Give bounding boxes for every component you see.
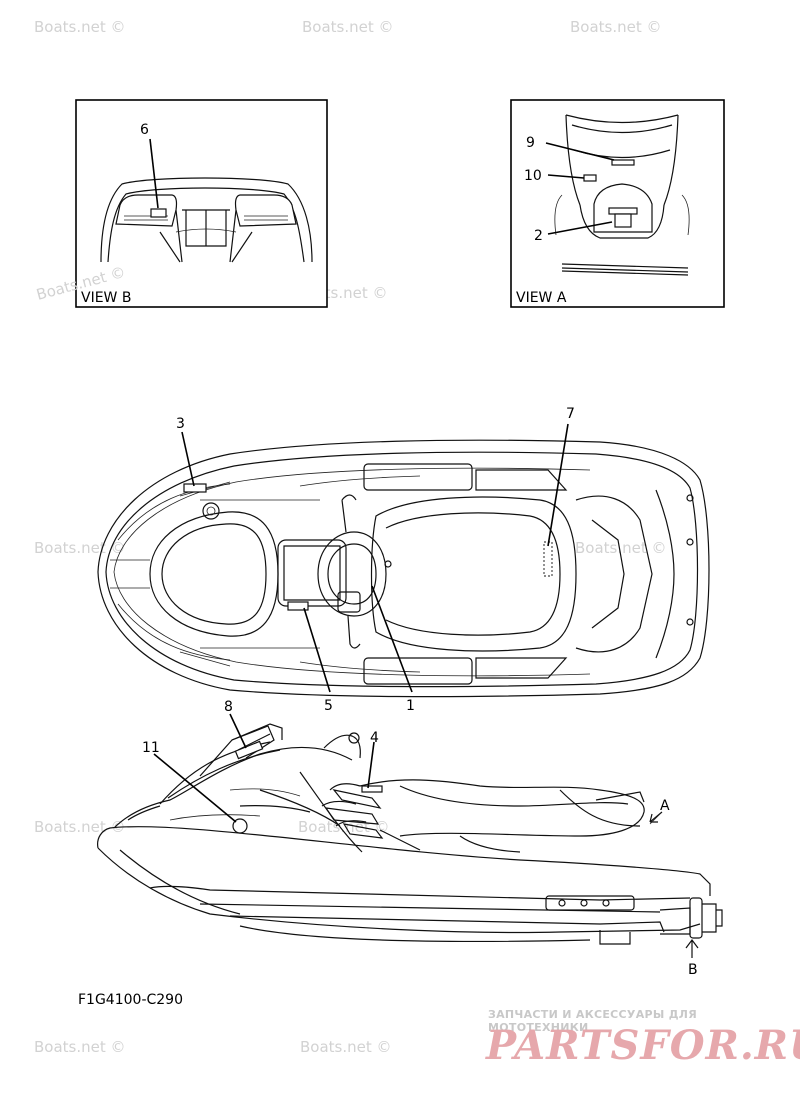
callout-7: 7 (566, 406, 575, 422)
decal-7-marker (543, 541, 553, 577)
brand-logo: PARTSFOR.RU (486, 1022, 800, 1069)
decal-6-marker (150, 208, 167, 218)
view-b-panel: 6 VIEW B Boats.net © (34, 99, 328, 308)
arrow-a: A (649, 798, 670, 825)
watermark: Boats.net © (34, 539, 126, 557)
decal-11-marker (232, 818, 248, 834)
watermark: Boats.net © (34, 818, 126, 836)
callout-4: 4 (370, 730, 379, 746)
callout-9: 9 (526, 135, 535, 151)
view-a-label: VIEW A (516, 290, 567, 306)
decal-8-marker (234, 740, 264, 760)
top-view: 3 7 5 1 (97, 406, 710, 714)
side-view: 8 4 11 A B (97, 699, 723, 978)
decal-2-marker (608, 207, 638, 215)
watermark: Boats.net © (300, 1038, 392, 1056)
watermark: Boats.net © (34, 1038, 126, 1056)
callout-11: 11 (142, 740, 160, 756)
callout-8: 8 (224, 699, 233, 715)
watermark: Boats.net © (570, 18, 662, 36)
callout-1: 1 (406, 698, 415, 714)
decal-5-marker (287, 601, 309, 611)
decal-10-marker (583, 174, 597, 182)
arrow-b-label: B (688, 962, 698, 978)
callout-5: 5 (324, 698, 333, 714)
arrow-b: B (685, 939, 699, 978)
view-a-drawing: 9 10 2 (524, 114, 690, 276)
view-b-label: VIEW B (81, 290, 131, 306)
view-b-drawing: 6 (100, 122, 313, 263)
decal-9-marker (611, 159, 635, 166)
arrow-a-label: A (660, 798, 670, 814)
watermark-layer: Boats.net © Boats.net © Boats.net © Boat… (34, 18, 667, 1056)
decal-2-marker (614, 213, 632, 228)
callout-10: 10 (524, 168, 542, 184)
decal-3-marker (183, 483, 207, 493)
callout-3: 3 (176, 416, 185, 432)
watermark: Boats.net © (575, 539, 667, 557)
callout-6: 6 (140, 122, 149, 138)
watermark: Boats.net © (34, 18, 126, 36)
brand-subtitle: ЗАПЧАСТИ И АКСЕССУАРЫ ДЛЯ МОТОТЕХНИКИ (488, 1008, 698, 1034)
drawing-code: F1G4100-C290 (78, 992, 183, 1008)
callout-2: 2 (534, 228, 543, 244)
watermark: Boats.net © (302, 18, 394, 36)
decal-4-marker (361, 785, 383, 793)
view-a-panel: 9 10 2 VIEW A (510, 99, 725, 308)
